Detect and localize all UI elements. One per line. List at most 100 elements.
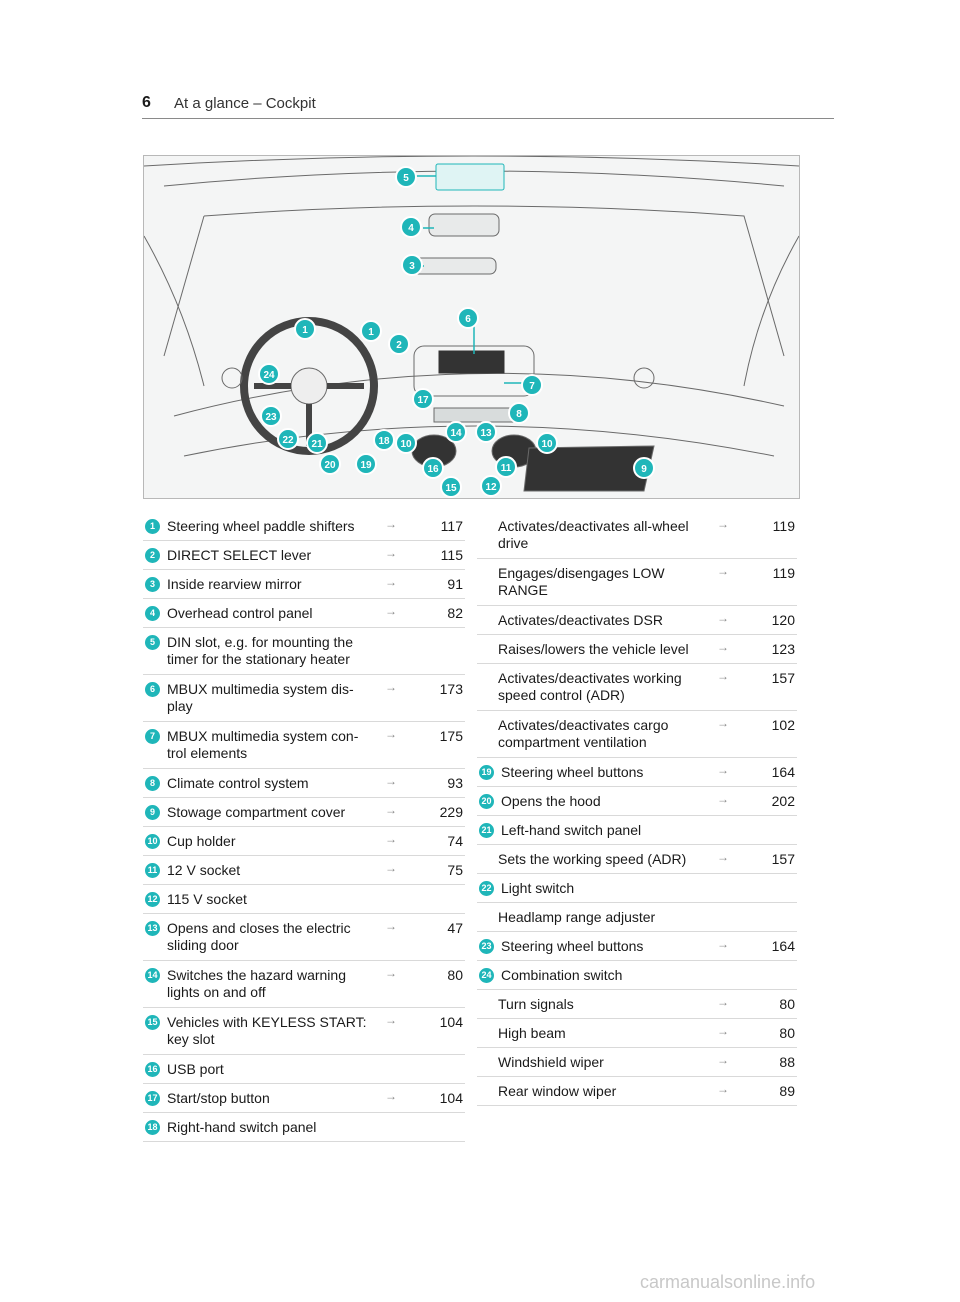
legend-number-badge: 9 — [145, 805, 160, 820]
page-reference-arrow-icon: → — [717, 640, 729, 654]
callout-12: 12 — [480, 475, 502, 497]
legend-row: Rear window wiper→89 — [477, 1077, 797, 1106]
legend-row: Engages/disengages LOW RANGE→119 — [477, 559, 797, 606]
legend-row: Activates/deactivates cargo compartment … — [477, 711, 797, 758]
legend-row: Sets the working speed (ADR)→157 — [477, 845, 797, 874]
page-reference[interactable]: 175 — [439, 728, 463, 744]
legend-label: Activates/deactivates cargo compartment … — [498, 717, 669, 750]
page-reference[interactable]: 74 — [447, 833, 463, 849]
page-reference[interactable]: 91 — [447, 576, 463, 592]
page-reference[interactable]: 115 — [440, 547, 463, 563]
callout-10b: 10 — [536, 432, 558, 454]
page-reference-arrow-icon: → — [385, 966, 397, 980]
page-reference[interactable]: 104 — [439, 1014, 463, 1030]
page-reference[interactable]: 164 — [771, 938, 795, 954]
page-reference[interactable]: 117 — [440, 518, 463, 534]
page-reference[interactable]: 164 — [771, 764, 795, 780]
legend-number-badge: 2 — [145, 548, 160, 563]
legend-number-badge: 10 — [145, 834, 160, 849]
legend-label: Headlamp range adjuster — [498, 909, 656, 925]
legend-number-badge: 22 — [479, 881, 494, 896]
page-reference-arrow-icon: → — [385, 919, 397, 933]
legend-label: Sets the working speed (ADR) — [498, 851, 687, 867]
page-reference-arrow-icon: → — [385, 803, 397, 817]
page-reference-arrow-icon: → — [385, 1089, 397, 1103]
callout-20: 20 — [319, 453, 341, 475]
legend-label: Vehicles with KEYLESS START: key slot — [167, 1014, 367, 1047]
legend-number-badge: 21 — [479, 823, 494, 838]
page-reference[interactable]: 80 — [779, 996, 795, 1012]
page-reference[interactable]: 123 — [771, 641, 795, 657]
legend-label: Steering wheel buttons — [501, 764, 644, 780]
page-reference[interactable]: 104 — [439, 1090, 463, 1106]
legend-row: Windshield wiper→88 — [477, 1048, 797, 1077]
page-reference-arrow-icon: → — [717, 937, 729, 951]
page-reference[interactable]: 119 — [772, 565, 795, 581]
page-reference-arrow-icon: → — [385, 774, 397, 788]
page-reference[interactable]: 89 — [779, 1083, 795, 1099]
callout-17: 17 — [412, 388, 434, 410]
page-reference[interactable]: 102 — [771, 717, 795, 733]
page-reference[interactable]: 88 — [779, 1054, 795, 1070]
legend-label: Right-hand switch panel — [167, 1119, 317, 1135]
page-reference-arrow-icon: → — [385, 546, 397, 560]
page-reference[interactable]: 202 — [771, 793, 795, 809]
page-reference[interactable]: 229 — [439, 804, 463, 820]
legend-row: Headlamp range adjuster — [477, 903, 797, 932]
callout-9: 9 — [633, 457, 655, 479]
legend-label: Steering wheel paddle shifters — [167, 518, 355, 534]
page-reference-arrow-icon: → — [717, 1024, 729, 1038]
page-reference[interactable]: 82 — [447, 605, 463, 621]
legend-number-badge: 3 — [145, 577, 160, 592]
legend-row: Activates/deactivates all-wheel drive→11… — [477, 512, 797, 559]
page-reference-arrow-icon: → — [717, 669, 729, 683]
callout-19: 19 — [355, 453, 377, 475]
legend-label: Activates/deactivates DSR — [498, 612, 663, 628]
legend-row: Turn signals→80 — [477, 990, 797, 1019]
legend-number-badge: 1 — [145, 519, 160, 534]
page-reference[interactable]: 75 — [447, 862, 463, 878]
legend-label: MBUX multimedia system dis-play — [167, 681, 354, 714]
legend-number-badge: 16 — [145, 1062, 160, 1077]
callout-11: 11 — [495, 456, 517, 478]
page-reference[interactable]: 120 — [771, 612, 795, 628]
page-reference-arrow-icon: → — [717, 995, 729, 1009]
page-reference[interactable]: 157 — [771, 670, 795, 686]
legend-label: DIRECT SELECT lever — [167, 547, 312, 563]
legend-number-badge: 8 — [145, 776, 160, 791]
page-reference[interactable]: 173 — [439, 681, 463, 697]
page-reference[interactable]: 157 — [771, 851, 795, 867]
page-reference-arrow-icon: → — [717, 611, 729, 625]
legend-number-badge: 24 — [479, 968, 494, 983]
callout-5: 5 — [395, 166, 417, 188]
page-reference-arrow-icon: → — [717, 763, 729, 777]
page-reference[interactable]: 93 — [447, 775, 463, 791]
legend-label: Engages/disengages LOW RANGE — [498, 565, 665, 598]
legend-label: Climate control system — [167, 775, 309, 791]
page-reference[interactable]: 47 — [447, 920, 463, 936]
page-reference[interactable]: 80 — [779, 1025, 795, 1041]
legend-label: Start/stop button — [167, 1090, 270, 1106]
page-reference-arrow-icon: → — [717, 716, 729, 730]
page-reference-arrow-icon: → — [717, 1053, 729, 1067]
page-reference[interactable]: 119 — [772, 518, 795, 534]
legend-row: Activates/deactivates working speed cont… — [477, 664, 797, 711]
page-reference[interactable]: 80 — [447, 967, 463, 983]
legend-label: Inside rearview mirror — [167, 576, 302, 592]
legend-label: High beam — [498, 1025, 566, 1041]
legend-row: 2 DIRECT SELECT lever → 115 — [143, 541, 465, 570]
